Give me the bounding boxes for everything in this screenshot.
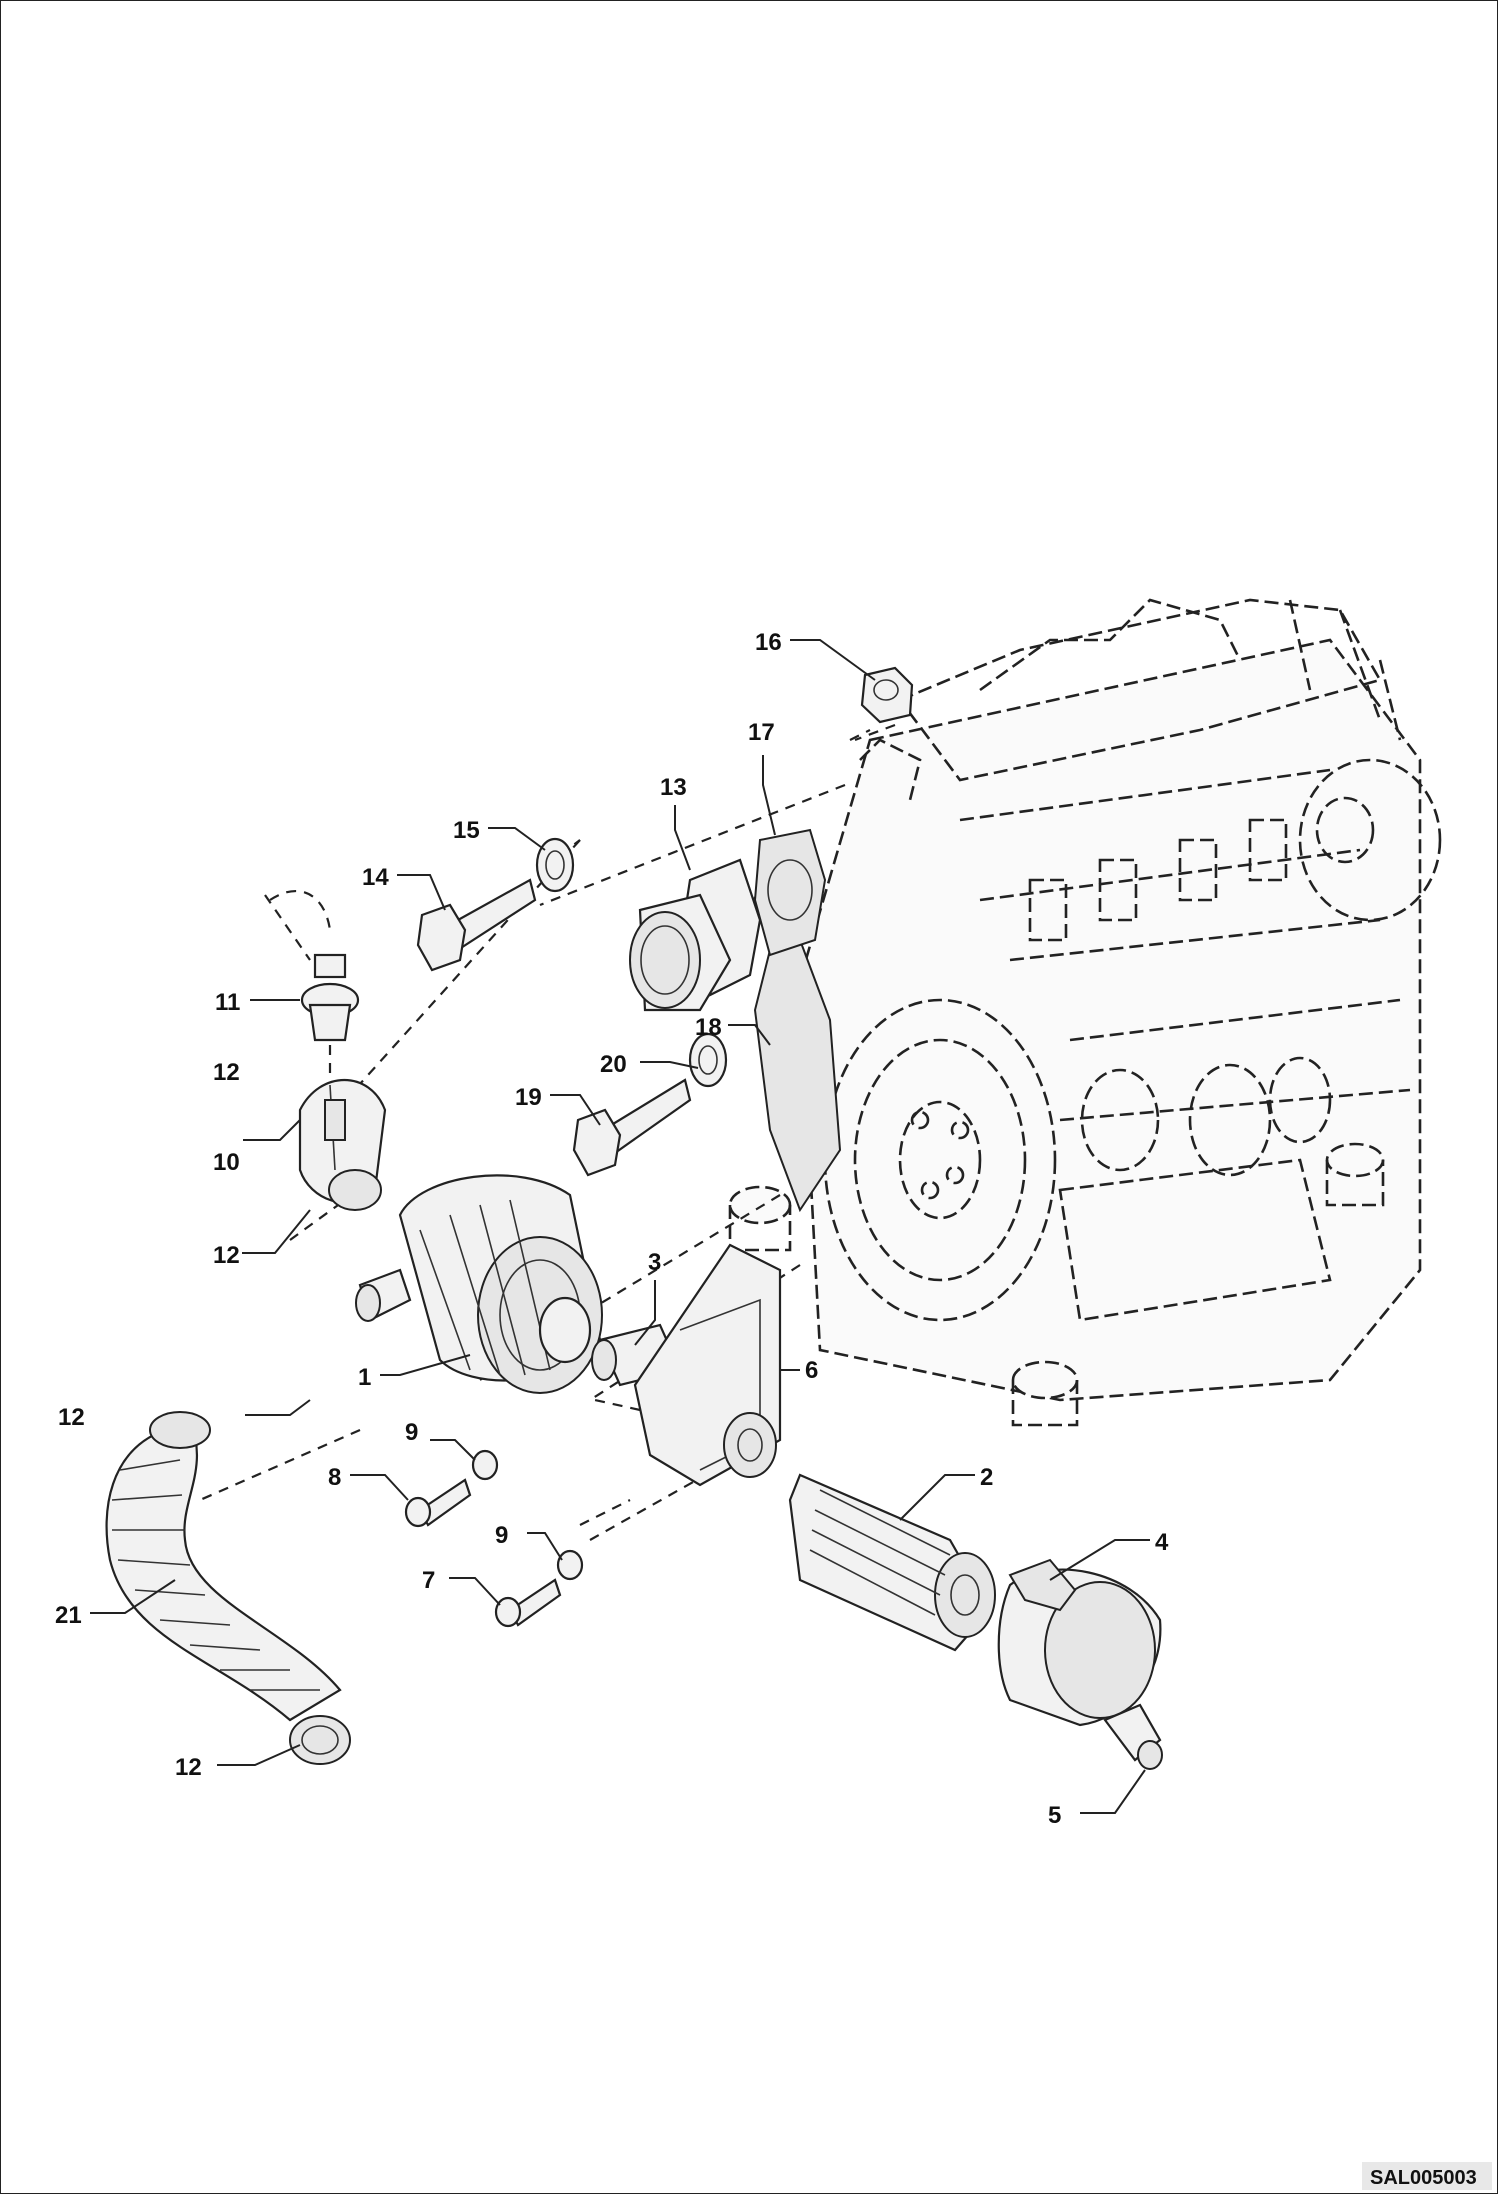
callout-14: 14 — [362, 864, 389, 891]
service-indicator-11 — [269, 890, 360, 1042]
drawing-code: SAL005003 — [1370, 2167, 1477, 2189]
washer-20 — [688, 1032, 728, 1088]
callout-12-c: 12 — [58, 1404, 85, 1431]
callout-10: 10 — [213, 1149, 240, 1176]
screw-8 — [404, 1478, 472, 1528]
callout-12-b: 12 — [213, 1242, 240, 1269]
bolt-19 — [572, 1078, 692, 1177]
drawing-code-box — [1362, 2162, 1492, 2190]
gasket-plate-18 — [753, 933, 842, 1213]
callout-11: 11 — [215, 989, 240, 1016]
engine-block — [728, 598, 1442, 1427]
callout-5: 5 — [1048, 1802, 1061, 1829]
rubber-elbow-10 — [298, 1078, 387, 1211]
callout-2: 2 — [980, 1464, 993, 1491]
elbow-flange-13 — [629, 858, 762, 1012]
callout-17: 17 — [748, 719, 775, 746]
nut-16 — [860, 666, 914, 724]
gasket-17 — [753, 828, 827, 957]
screw-7 — [494, 1578, 562, 1628]
callout-9-b: 9 — [495, 1522, 508, 1549]
callout-21: 21 — [55, 1602, 82, 1629]
callout-16: 16 — [755, 629, 782, 656]
callout-13: 13 — [660, 774, 687, 801]
callout-12-d: 12 — [175, 1754, 202, 1781]
filter-cover-4 — [997, 1558, 1162, 1727]
dust-valve-5 — [1103, 1703, 1163, 1770]
callout-9-a: 9 — [405, 1419, 418, 1446]
washer-9-upper — [471, 1449, 499, 1481]
mounting-bracket-6 — [633, 1243, 782, 1487]
callout-3: 3 — [648, 1249, 661, 1276]
washer-9-lower — [556, 1549, 584, 1581]
callout-20: 20 — [600, 1051, 627, 1078]
callout-1: 1 — [358, 1364, 371, 1391]
callout-18: 18 — [695, 1014, 722, 1041]
callout-15: 15 — [453, 817, 480, 844]
filter-element-2 — [788, 1473, 996, 1652]
callout-12-a: 12 — [213, 1059, 240, 1086]
callout-7: 7 — [422, 1567, 435, 1594]
washer-15 — [535, 837, 575, 893]
bolt-14 — [416, 878, 537, 972]
callout-labels: 16 17 13 15 14 11 12 10 12 20 19 18 3 6 … — [55, 629, 1169, 1829]
callout-8: 8 — [328, 1464, 341, 1491]
intake-hose-21 — [105, 1411, 351, 1765]
callout-19: 19 — [515, 1084, 542, 1111]
callout-4: 4 — [1155, 1529, 1169, 1556]
leader-lines — [90, 639, 1150, 1814]
callout-6: 6 — [805, 1357, 818, 1384]
air-filter-housing-1 — [355, 1174, 603, 1394]
